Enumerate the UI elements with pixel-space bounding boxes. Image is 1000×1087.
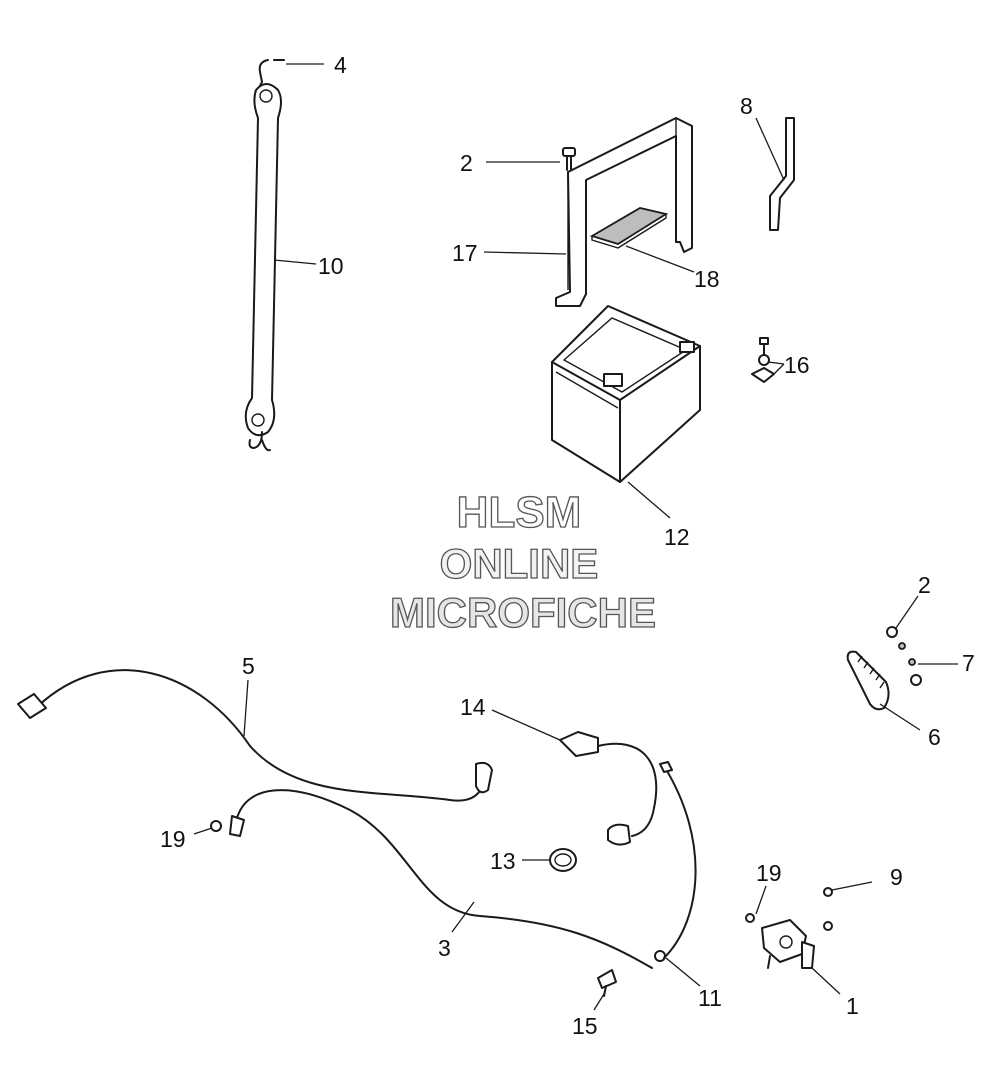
clamp	[549, 848, 577, 872]
callout-6[interactable]: 6	[928, 724, 941, 750]
bolt-upper	[562, 147, 576, 171]
callout-17[interactable]: 17	[452, 240, 478, 266]
battery-strap	[244, 59, 285, 452]
callout-2-upper[interactable]: 2	[460, 150, 473, 176]
callout-4[interactable]: 4	[334, 52, 347, 78]
watermark-line-2: ONLINE	[440, 540, 599, 587]
watermark: HLSM ONLINE MICROFICHE	[389, 487, 656, 636]
screw	[597, 969, 617, 997]
callout-13[interactable]: 13	[490, 848, 516, 874]
callout-18[interactable]: 18	[694, 266, 720, 292]
nut-left	[210, 820, 222, 832]
callout-1[interactable]: 1	[846, 993, 859, 1019]
terminal-hardware	[751, 337, 775, 383]
callout-10[interactable]: 10	[318, 253, 344, 279]
battery-cable	[229, 789, 666, 969]
callout-2-right[interactable]: 2	[918, 572, 931, 598]
watermark-line-1: HLSM	[457, 488, 582, 537]
callout-19-right[interactable]: 19	[756, 860, 782, 886]
battery	[551, 305, 701, 483]
callouts: 4 10 2 17 18 8 16 12 2 7 6 5 14 19 13 3 …	[160, 52, 975, 1039]
callout-12[interactable]: 12	[664, 524, 690, 550]
callout-19-left[interactable]: 19	[160, 826, 186, 852]
harness-lead	[17, 669, 493, 802]
callout-14[interactable]: 14	[460, 694, 486, 720]
relay	[745, 887, 833, 969]
callout-8[interactable]: 8	[740, 93, 753, 119]
callout-15[interactable]: 15	[572, 1013, 598, 1039]
positive-lead	[559, 731, 658, 846]
callout-11[interactable]: 11	[698, 985, 722, 1011]
callout-7[interactable]: 7	[962, 650, 975, 676]
callout-5[interactable]: 5	[242, 653, 255, 679]
leader-lines	[193, 63, 958, 1011]
callout-9[interactable]: 9	[890, 864, 903, 890]
battery-pad	[589, 207, 669, 249]
callout-16[interactable]: 16	[784, 352, 810, 378]
terminal-block	[846, 626, 922, 711]
bent-rod	[769, 117, 795, 231]
watermark-line-3: MICROFICHE	[390, 589, 656, 636]
battery-bracket	[555, 117, 693, 307]
callout-3[interactable]: 3	[438, 935, 451, 961]
cable-section	[659, 761, 697, 959]
